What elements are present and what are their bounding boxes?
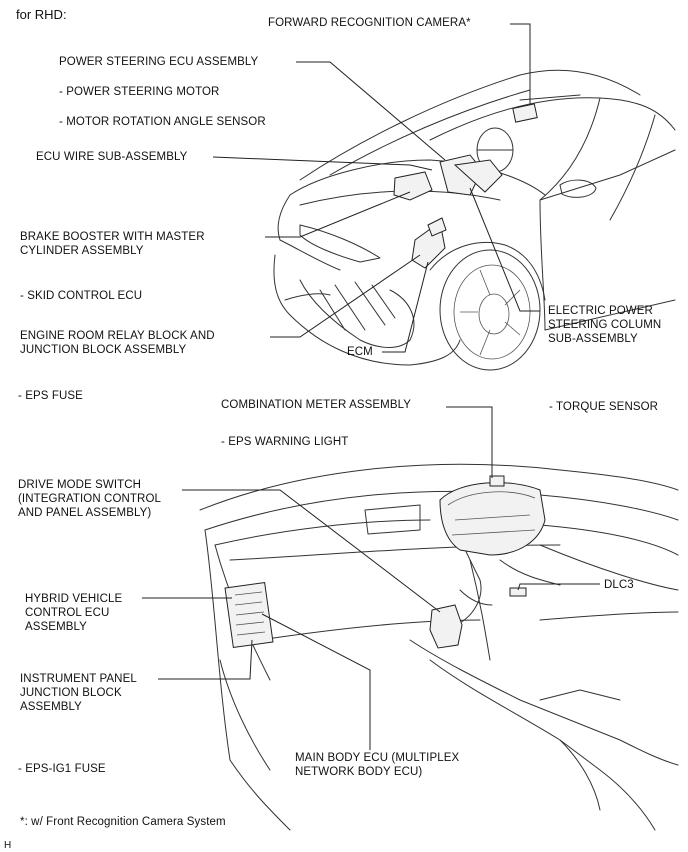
leader-lines-top <box>212 23 540 353</box>
combination-meter-part <box>439 482 546 556</box>
label-combination-meter: COMBINATION METER ASSEMBLY <box>221 399 412 411</box>
page-mark: H <box>4 840 12 851</box>
leader-lines-bottom <box>142 406 600 750</box>
engine-room-parts <box>393 103 538 269</box>
label-motor-rotation-angle-sensor: - MOTOR ROTATION ANGLE SENSOR <box>59 116 266 128</box>
label-forward-recognition-camera: FORWARD RECOGNITION CAMERA* <box>268 17 471 29</box>
label-ecm: ECM <box>347 346 373 358</box>
variant-header: for RHD: <box>16 7 67 22</box>
drive-mode-switch-part <box>429 604 463 649</box>
forward-camera-part <box>512 103 538 123</box>
label-skid-control-ecu: - SKID CONTROL ECU <box>20 290 143 302</box>
label-brake-booster: BRAKE BOOSTER WITH MASTER CYLINDER ASSEM… <box>20 231 205 257</box>
label-hybrid-vehicle-ecu: HYBRID VEHICLE CONTROL ECU ASSEMBLY <box>25 593 123 633</box>
label-power-steering-ecu: POWER STEERING ECU ASSEMBLY <box>59 56 259 68</box>
label-power-steering-motor: - POWER STEERING MOTOR <box>59 86 220 98</box>
label-drive-mode-switch: DRIVE MODE SWITCH (INTEGRATION CONTROL A… <box>18 479 161 519</box>
label-eps-ig1-fuse: - EPS-IG1 FUSE <box>18 763 106 775</box>
dlc3-part <box>509 587 527 597</box>
hybrid-ecu-part <box>224 581 274 649</box>
cabin-parts <box>224 475 546 649</box>
label-instrument-panel-junction-block: INSTRUMENT PANEL JUNCTION BLOCK ASSEMBLY <box>20 673 137 713</box>
label-eps-fuse: - EPS FUSE <box>18 390 83 402</box>
label-eps-warning-light: - EPS WARNING LIGHT <box>221 436 349 448</box>
footnote: *: w/ Front Recognition Camera System <box>20 816 226 828</box>
label-eps-column: ELECTRIC POWER STEERING COLUMN SUB-ASSEM… <box>548 305 662 345</box>
label-torque-sensor: - TORQUE SENSOR <box>549 401 659 413</box>
label-dlc3: DLC3 <box>604 579 634 591</box>
label-main-body-ecu: MAIN BODY ECU (MULTIPLEX NETWORK BODY EC… <box>295 752 460 778</box>
label-ecu-wire: ECU WIRE SUB-ASSEMBLY <box>36 151 188 163</box>
label-engine-room-relay-block: ENGINE ROOM RELAY BLOCK AND JUNCTION BLO… <box>20 330 215 356</box>
brake-booster-part <box>393 171 433 201</box>
